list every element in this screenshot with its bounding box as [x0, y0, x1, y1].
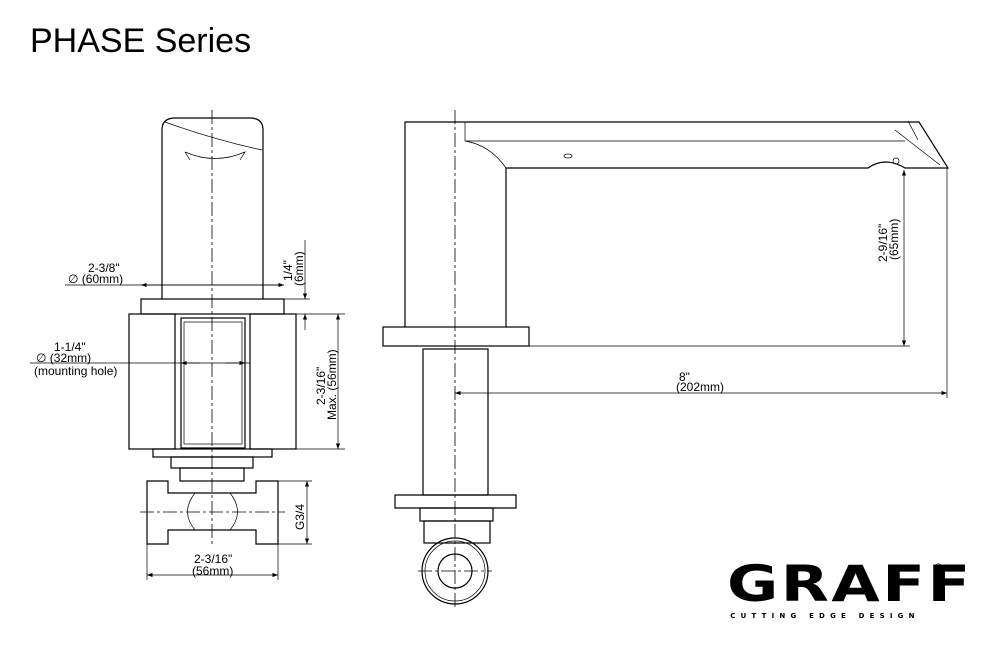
thread-size: G3/4: [293, 504, 307, 530]
flange-dia-in: 2-3/8": [88, 261, 120, 275]
side-washer: [394, 494, 517, 509]
hole-label: (mounting hole): [34, 364, 117, 378]
deck-section-left: [128, 313, 176, 450]
fitting-width-in: 2-3/16": [194, 552, 232, 566]
spout-height-in: 2-9/16": [876, 224, 890, 262]
reach-in: 8": [679, 370, 690, 384]
deck-thk-in: 2-3/16": [314, 367, 328, 405]
logo-tagline: CUTTING EDGE DESIGN: [730, 612, 920, 620]
faucet-body-front: [161, 117, 264, 299]
side-base: [382, 326, 530, 347]
side-shank: [422, 348, 489, 496]
logo-wordmark: GRAFF: [726, 555, 973, 613]
shank: [180, 317, 246, 449]
reach-mm: (202mm): [676, 380, 724, 394]
hole-dia-in: 1-1/4": [54, 340, 86, 354]
fitting-width-mm: (56mm): [192, 564, 233, 578]
flange-thk-in: 1/4": [281, 260, 295, 281]
flange-dia-mm: ∅ (60mm): [68, 272, 123, 286]
registered-mark: ®: [935, 562, 942, 572]
front-view: 2-3/8" ∅ (60mm) 1/4" (6mm) 1-1/4" ∅ (32m…: [30, 110, 345, 580]
faucet-body-side: [404, 121, 950, 327]
base-flange: [140, 298, 285, 315]
spout-height-mm: (65mm): [887, 219, 901, 260]
hole-dia-mm: ∅ (32mm): [36, 351, 91, 365]
deck-section-right: [249, 313, 297, 450]
inlet-fitting: [146, 480, 279, 545]
deck-thk-mm: Max. (56mm): [325, 349, 339, 420]
mounting-washer: [152, 448, 273, 458]
page-title: PHASE Series: [30, 22, 252, 60]
flange-thk-mm: (6mm): [292, 251, 306, 286]
side-view: 2-9/16" (65mm) 8" (202mm): [382, 110, 950, 610]
graff-logo: GRAFF ® CUTTING EDGE DESIGN: [705, 558, 970, 620]
